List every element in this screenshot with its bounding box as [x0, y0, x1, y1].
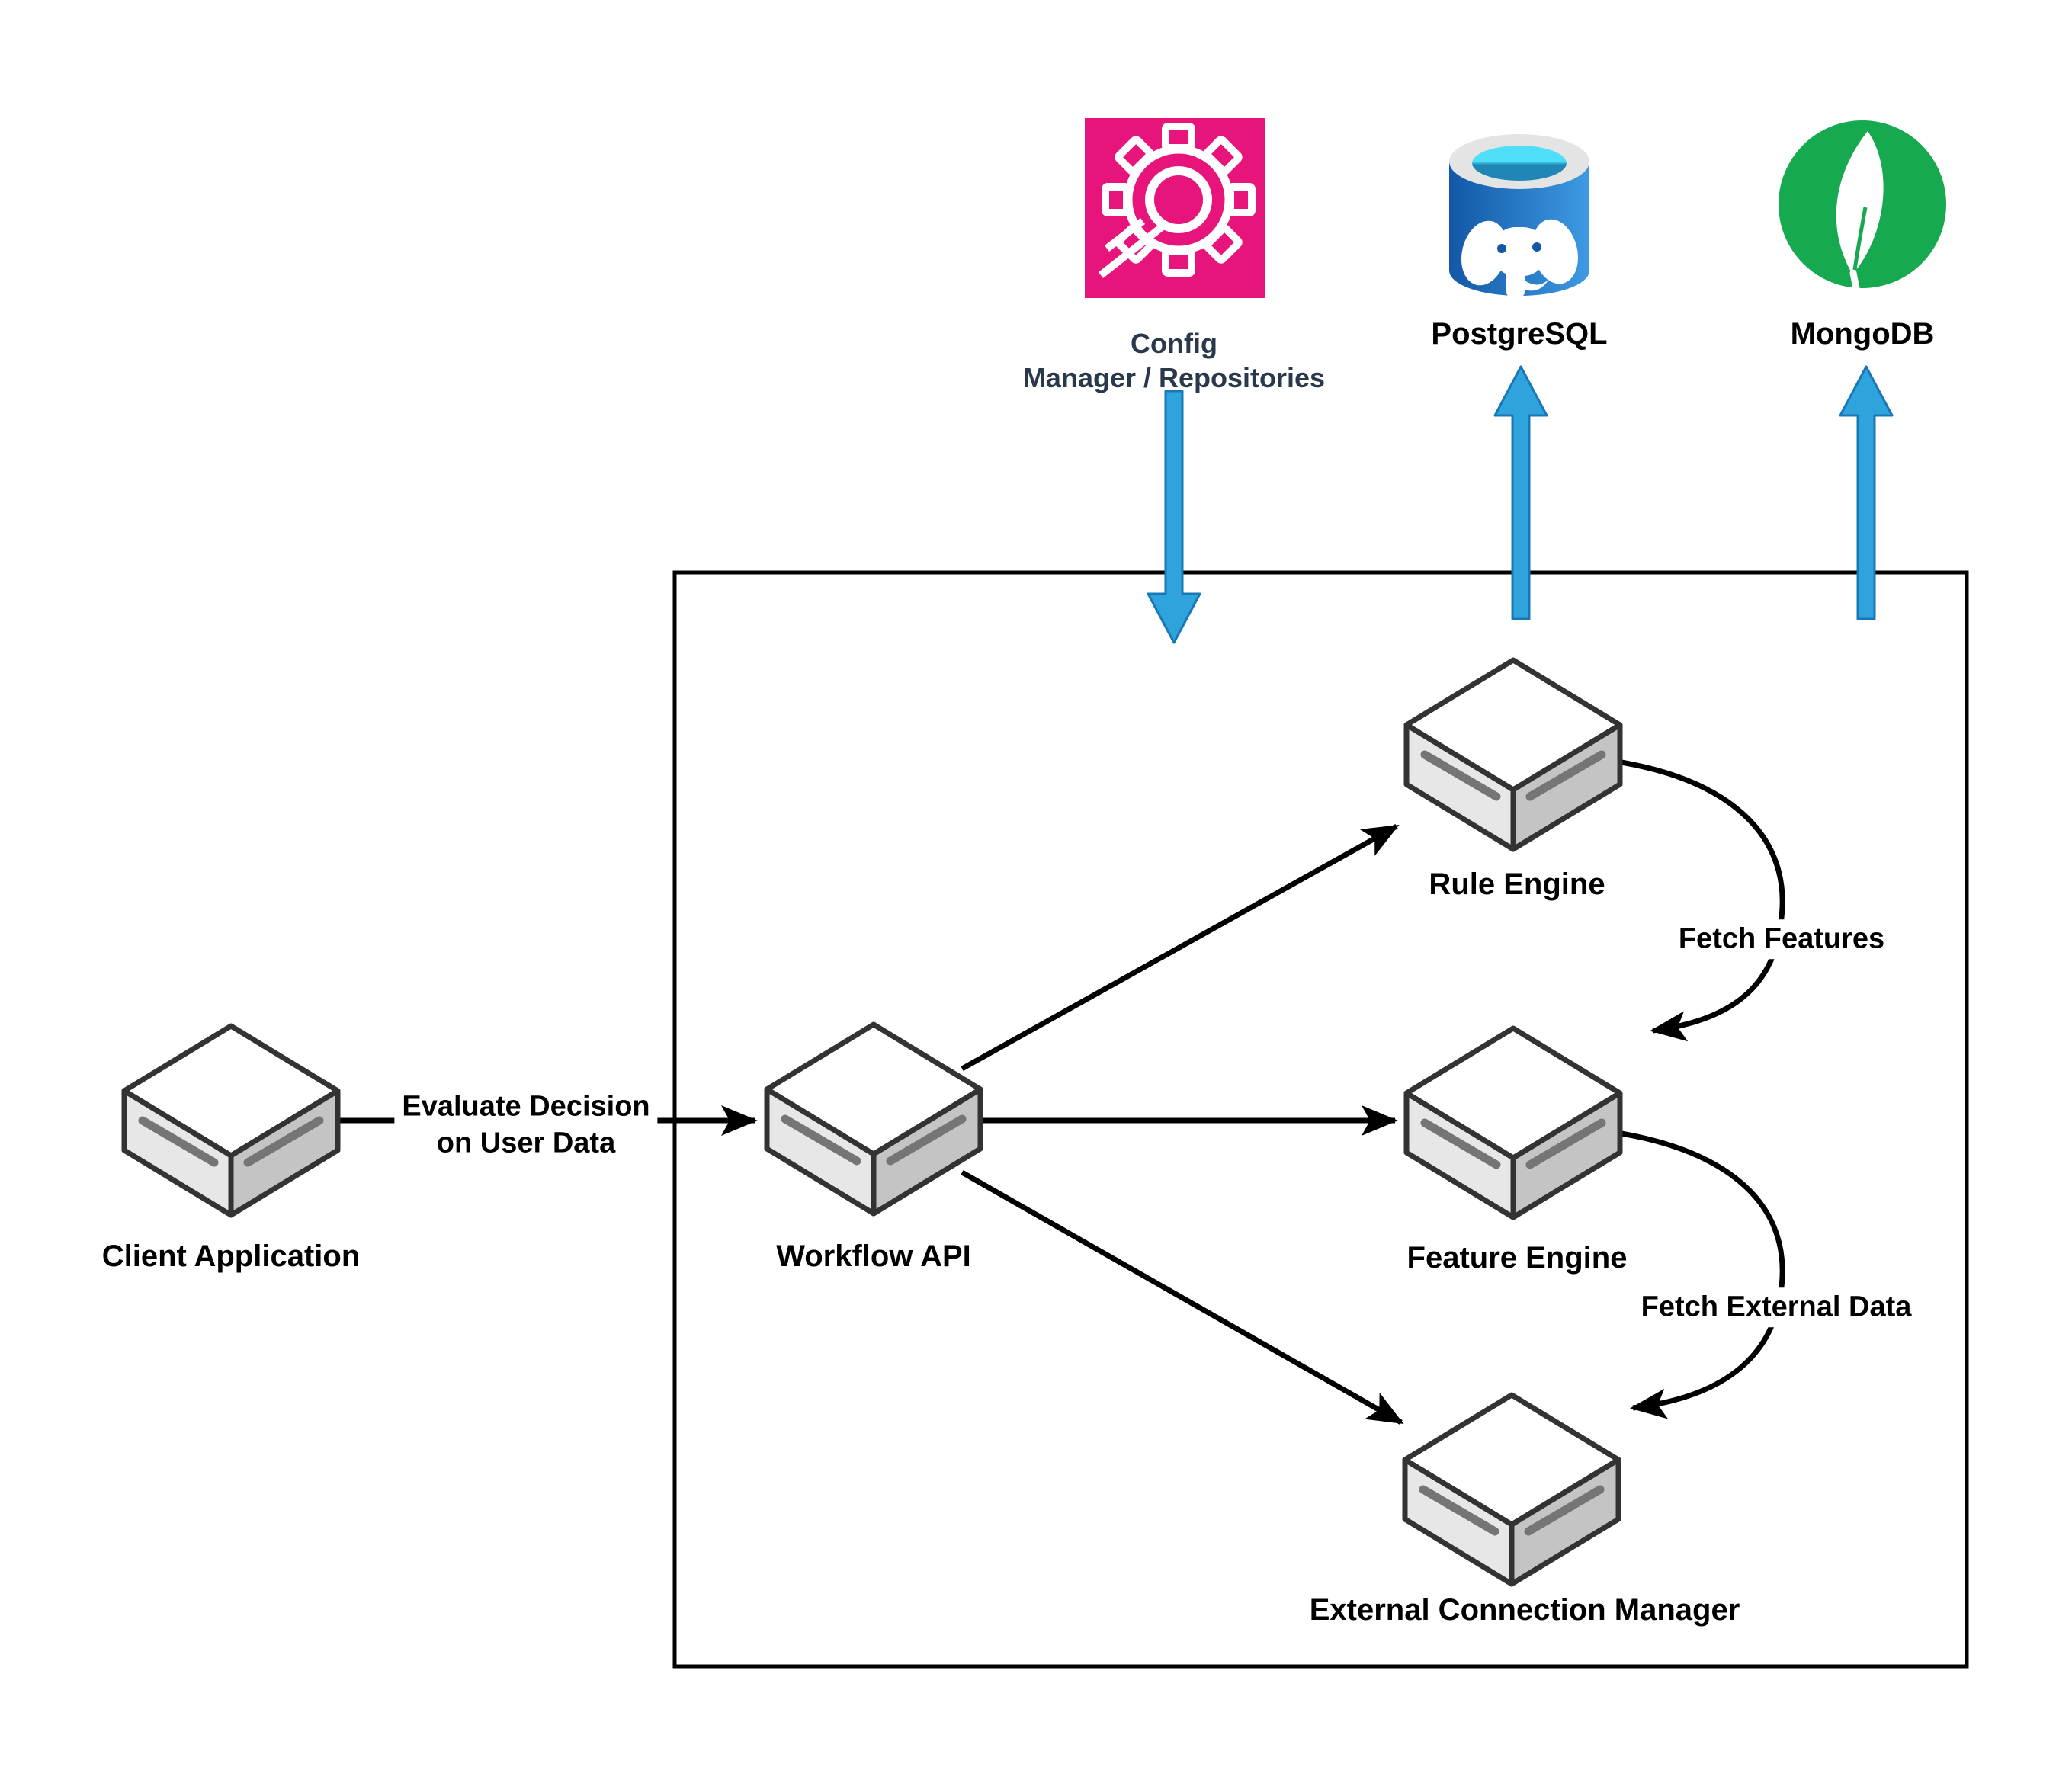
edge-workflow-to-ecm: [961, 1169, 1404, 1425]
postgres-elephant: [1461, 219, 1578, 299]
ecm-node-box: [1405, 1395, 1618, 1584]
feature-node-box: [1406, 1028, 1620, 1217]
postgresql-label: PostgreSQL: [1431, 317, 1608, 351]
feature-engine-label: Feature Engine: [1406, 1241, 1628, 1275]
mongodb-label: MongoDB: [1790, 317, 1935, 351]
edges: [339, 759, 1785, 1425]
evaluate-decision-edge-label: Evaluate Decision on User Data: [394, 1087, 658, 1163]
fetch-external-edge-label: Fetch External Data: [1633, 1287, 1920, 1327]
client-application-label: Client Application: [101, 1239, 361, 1273]
service-arrows: [1147, 365, 1894, 644]
config-manager-label: Config Manager / Repositories: [1022, 328, 1326, 393]
edge-rule-to-feature-fetch-features: [1621, 759, 1785, 1042]
ecm-label: External Connection Manager: [1309, 1593, 1740, 1627]
workflow-node-box: [767, 1024, 980, 1214]
edge-feature-to-ecm-fetch-external: [1621, 1130, 1785, 1419]
mongodb-outbound-arrow: [1839, 365, 1894, 620]
mongodb-leaf-icon: [1779, 120, 1946, 304]
client-node-box: [124, 1026, 338, 1215]
rule-engine-label: Rule Engine: [1429, 867, 1605, 901]
config-inbound-arrow: [1147, 390, 1201, 644]
edge-workflow-to-rule-engine: [961, 823, 1400, 1072]
rule-node-box: [1406, 660, 1620, 849]
workflow-api-label: Workflow API: [776, 1239, 971, 1273]
gear-icon: [1085, 118, 1265, 298]
fetch-features-edge-label: Fetch Features: [1670, 919, 1893, 959]
postgresql-outbound-arrow: [1493, 365, 1548, 620]
postgresql-database-icon: [1449, 134, 1589, 299]
